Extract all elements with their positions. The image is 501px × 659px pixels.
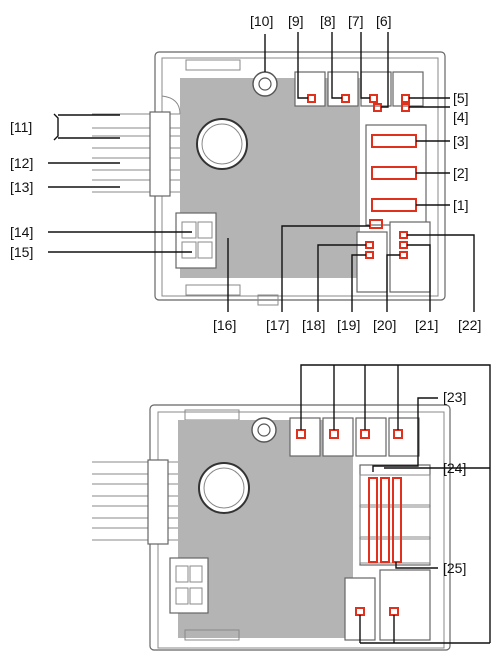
device-top-view — [92, 51, 446, 306]
label-4: [4] — [453, 109, 469, 125]
capacitor-icon-bottom — [198, 462, 250, 514]
label-17: [17] — [266, 317, 289, 333]
label-14: [14] — [10, 224, 33, 240]
label-18: [18] — [302, 317, 325, 333]
label-9: [9] — [288, 13, 304, 29]
cables-top — [92, 95, 181, 197]
terminal-b3 — [392, 477, 402, 563]
capacitor-icon — [196, 118, 248, 170]
label-25: [25] — [443, 560, 466, 576]
label-20: [20] — [373, 317, 396, 333]
label-8: [8] — [320, 13, 336, 29]
device-bottom-view — [92, 404, 451, 651]
cables-bottom — [92, 459, 178, 545]
leader-lines-top — [48, 32, 475, 312]
leader-lines-bottom — [300, 364, 491, 644]
label-24: [24] — [443, 460, 466, 476]
screw-boss-icon — [252, 71, 278, 97]
label-2: [2] — [453, 165, 469, 181]
label-1: [1] — [453, 197, 469, 213]
label-12: [12] — [10, 155, 33, 171]
label-16: [16] — [213, 317, 236, 333]
label-13: [13] — [10, 179, 33, 195]
terminal-b1 — [368, 477, 378, 563]
label-10: [10] — [250, 13, 273, 29]
label-22: [22] — [458, 317, 481, 333]
label-23: [23] — [443, 389, 466, 405]
label-6: [6] — [376, 13, 392, 29]
labels-top: [10] [9] [8] [7] [6] [5] [4] [3] [2] [1]… — [10, 13, 481, 333]
label-7: [7] — [348, 13, 364, 29]
labels-bottom: [23] [24] [25] — [443, 389, 466, 576]
label-5: [5] — [453, 90, 469, 106]
label-15: [15] — [10, 244, 33, 260]
terminal-b2 — [380, 477, 390, 563]
label-11: [11] — [10, 119, 32, 135]
label-3: [3] — [453, 133, 469, 149]
led-17 — [369, 219, 383, 229]
plug-connector — [175, 212, 217, 269]
label-21: [21] — [415, 317, 438, 333]
label-19: [19] — [337, 317, 360, 333]
